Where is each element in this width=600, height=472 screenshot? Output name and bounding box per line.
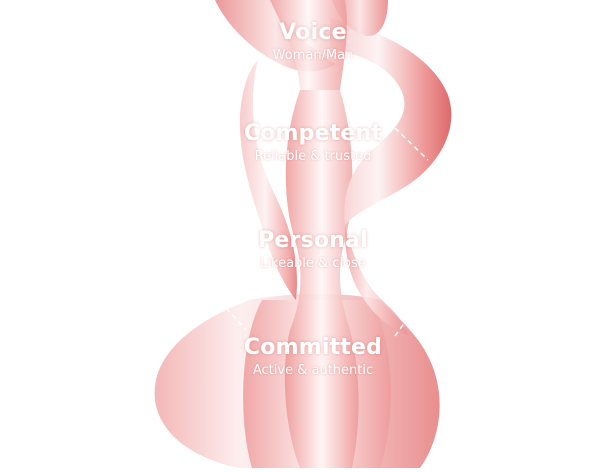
layer-subtitle: Reliable & trusted [254,149,372,164]
layer-title: Competent [243,121,383,146]
layer-subtitle: Likeable & close [260,256,366,271]
layer-competent: Competent Reliable & trusted [170,121,456,165]
layer-committed: Committed Active & authentic [170,335,456,379]
dash-connector-competent [394,127,429,161]
layer-voice: Voice Woman/Man [170,20,456,64]
layer-title: Committed [243,335,383,360]
ribbon-center-column [284,90,359,468]
ribbon-right-band [344,225,408,335]
ribbon-top-center [270,0,347,90]
dash-connector-committed-left [225,307,247,331]
layer-title: Personal [258,228,368,253]
layer-subtitle: Woman/Man [272,48,354,63]
dash-connector-committed-right [394,317,409,337]
layer-title: Voice [279,20,347,45]
ribbon-left-swirl [239,60,298,300]
layer-subtitle: Active & authentic [252,363,374,378]
ribbon-upper-swirl [330,18,452,225]
layer-personal: Personal Likeable & close [170,228,456,272]
